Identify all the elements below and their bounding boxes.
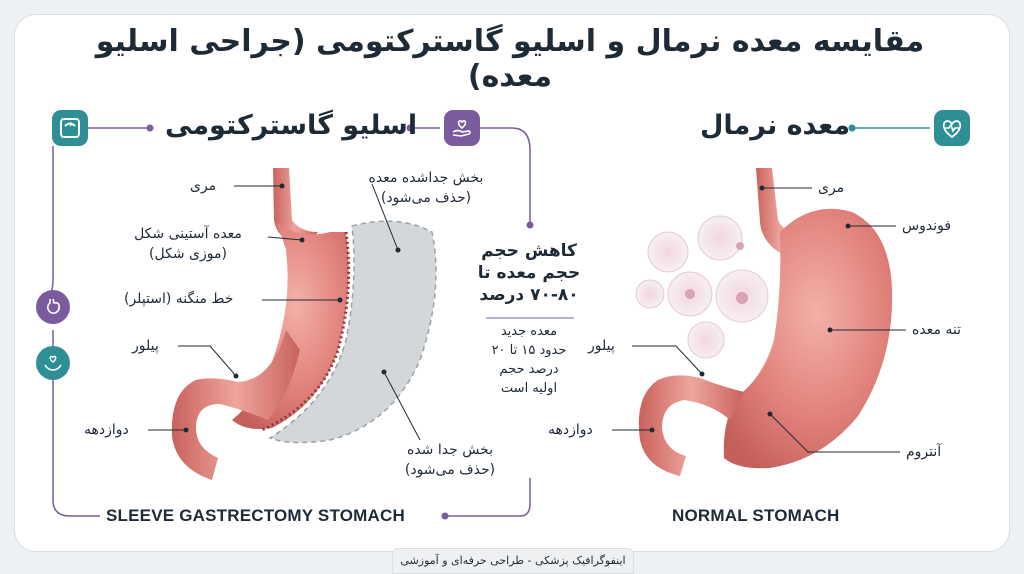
- scale-icon: [52, 110, 88, 146]
- normal-caption: NORMAL STOMACH: [672, 506, 840, 525]
- antrum-label: آنتروم: [906, 444, 942, 460]
- background-cells: [635, 215, 769, 359]
- staple-line-label: خط منگنه (استپلر): [124, 291, 234, 307]
- removed-bottom-label: بخش جدا شده (حذف می‌شود): [380, 440, 520, 480]
- volume-reduction-text: کاهش حجم حجم معده تا ۷۰-۸۰ درصد: [456, 240, 602, 306]
- sleeve-duodenum-label: دوازدهه: [84, 422, 129, 438]
- sleeve-heading: اسلیو گاسترکتومی: [165, 110, 418, 141]
- normal-duodenum-label: دوازدهه: [548, 422, 593, 438]
- heart-hand-icon: [444, 110, 480, 146]
- page-title: مقایسه معده نرمال و اسلیو گاسترکتومی (جر…: [95, 24, 925, 94]
- stomach-body-label: تنه معده: [912, 322, 962, 338]
- care-hands-icon: [36, 346, 70, 380]
- volume-reduction-line2: حجم معده تا: [477, 263, 581, 283]
- sleeve-heading-dot-right: [406, 124, 414, 132]
- removed-top-label-line1: بخش جداشده معده: [368, 170, 484, 186]
- sleeve-caption: SLEEVE GASTRECTOMY STOMACH: [106, 506, 405, 525]
- sleeve-tube-label-line1: معده آستینی شکل: [134, 226, 242, 242]
- new-stomach-line1: معده جدید: [500, 324, 558, 339]
- sleeve-leader-lines: [148, 183, 421, 441]
- volume-reduction-line3: ۷۰-۸۰ درصد: [479, 285, 579, 305]
- normal-heading-dot: [848, 124, 856, 132]
- removed-top-label: بخش جداشده معده (حذف می‌شود): [342, 168, 510, 208]
- removed-bottom-label-line2: (حذف می‌شود): [404, 462, 496, 478]
- normal-stomach-body: [723, 208, 893, 469]
- removed-bottom-label-line1: بخش جدا شده: [407, 442, 493, 458]
- footer-credit: اینفوگرافیک پزشکی - طراحی حرفه‌ای و آموز…: [392, 548, 634, 574]
- middle-top-dot: [526, 221, 534, 229]
- removed-stomach-portion: [268, 220, 437, 444]
- normal-duodenum: [638, 375, 744, 476]
- normal-esophagus-label: مری: [818, 180, 845, 196]
- sleeve-caption-dot: [441, 512, 449, 520]
- normal-leader-lines: [612, 187, 906, 453]
- new-stomach-line2: حدود ۱۵ تا ۲۰: [491, 343, 567, 358]
- sleeve-tube: [232, 222, 349, 429]
- fundus-label: فوندوس: [902, 218, 952, 234]
- sleeve-duodenum: [171, 330, 300, 480]
- staple-line: [261, 231, 351, 432]
- normal-heading: معده نرمال: [700, 110, 851, 141]
- sleeve-tube-label: معده آستینی شکل (موزی شکل): [110, 224, 266, 264]
- new-stomach-text: معده جدید حدود ۱۵ تا ۲۰ درصد حجم اولیه ا…: [466, 322, 592, 398]
- removed-top-label-line2: (حذف می‌شود): [380, 190, 472, 206]
- new-stomach-line4: اولیه است: [500, 381, 558, 396]
- sleeve-tube-label-line2: (موزی شکل): [149, 246, 227, 262]
- normal-pylorus-label: پیلور: [588, 338, 615, 354]
- volume-reduction-line1: کاهش حجم: [481, 241, 577, 261]
- sleeve-heading-dot: [146, 124, 154, 132]
- sleeve-pylorus-label: پیلور: [132, 338, 159, 354]
- new-stomach-line3: درصد حجم: [499, 362, 559, 377]
- stomach-icon: [36, 290, 70, 324]
- heartbeat-icon: [934, 110, 970, 146]
- sleeve-esophagus-label: مری: [190, 178, 217, 194]
